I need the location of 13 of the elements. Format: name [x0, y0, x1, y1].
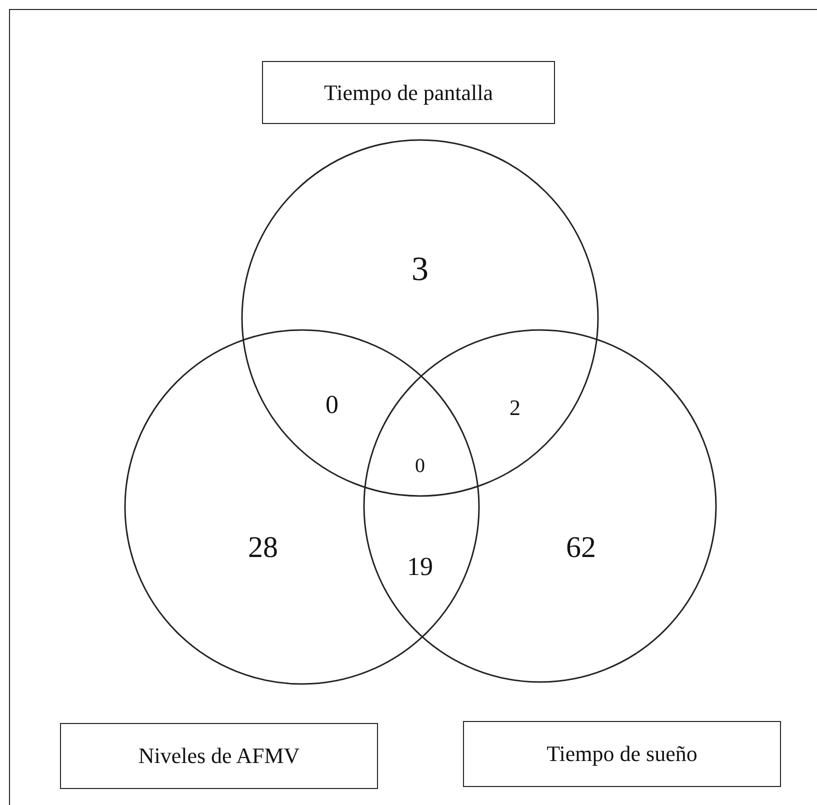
label-box: Tiempo de sueño: [463, 721, 781, 787]
label-box: Tiempo de pantalla: [262, 61, 555, 124]
count-label: 62: [566, 533, 596, 563]
count-label: 0: [415, 456, 425, 476]
count-label: 2: [510, 397, 520, 419]
set-circle: [364, 330, 716, 682]
count-label: 0: [326, 392, 338, 418]
count-label: 19: [407, 554, 433, 580]
set-circle: [125, 330, 479, 684]
set-circle: [242, 140, 598, 496]
label-box: Niveles de AFMV: [60, 723, 378, 789]
count-label: 3: [412, 253, 428, 287]
count-label: 28: [248, 533, 278, 563]
